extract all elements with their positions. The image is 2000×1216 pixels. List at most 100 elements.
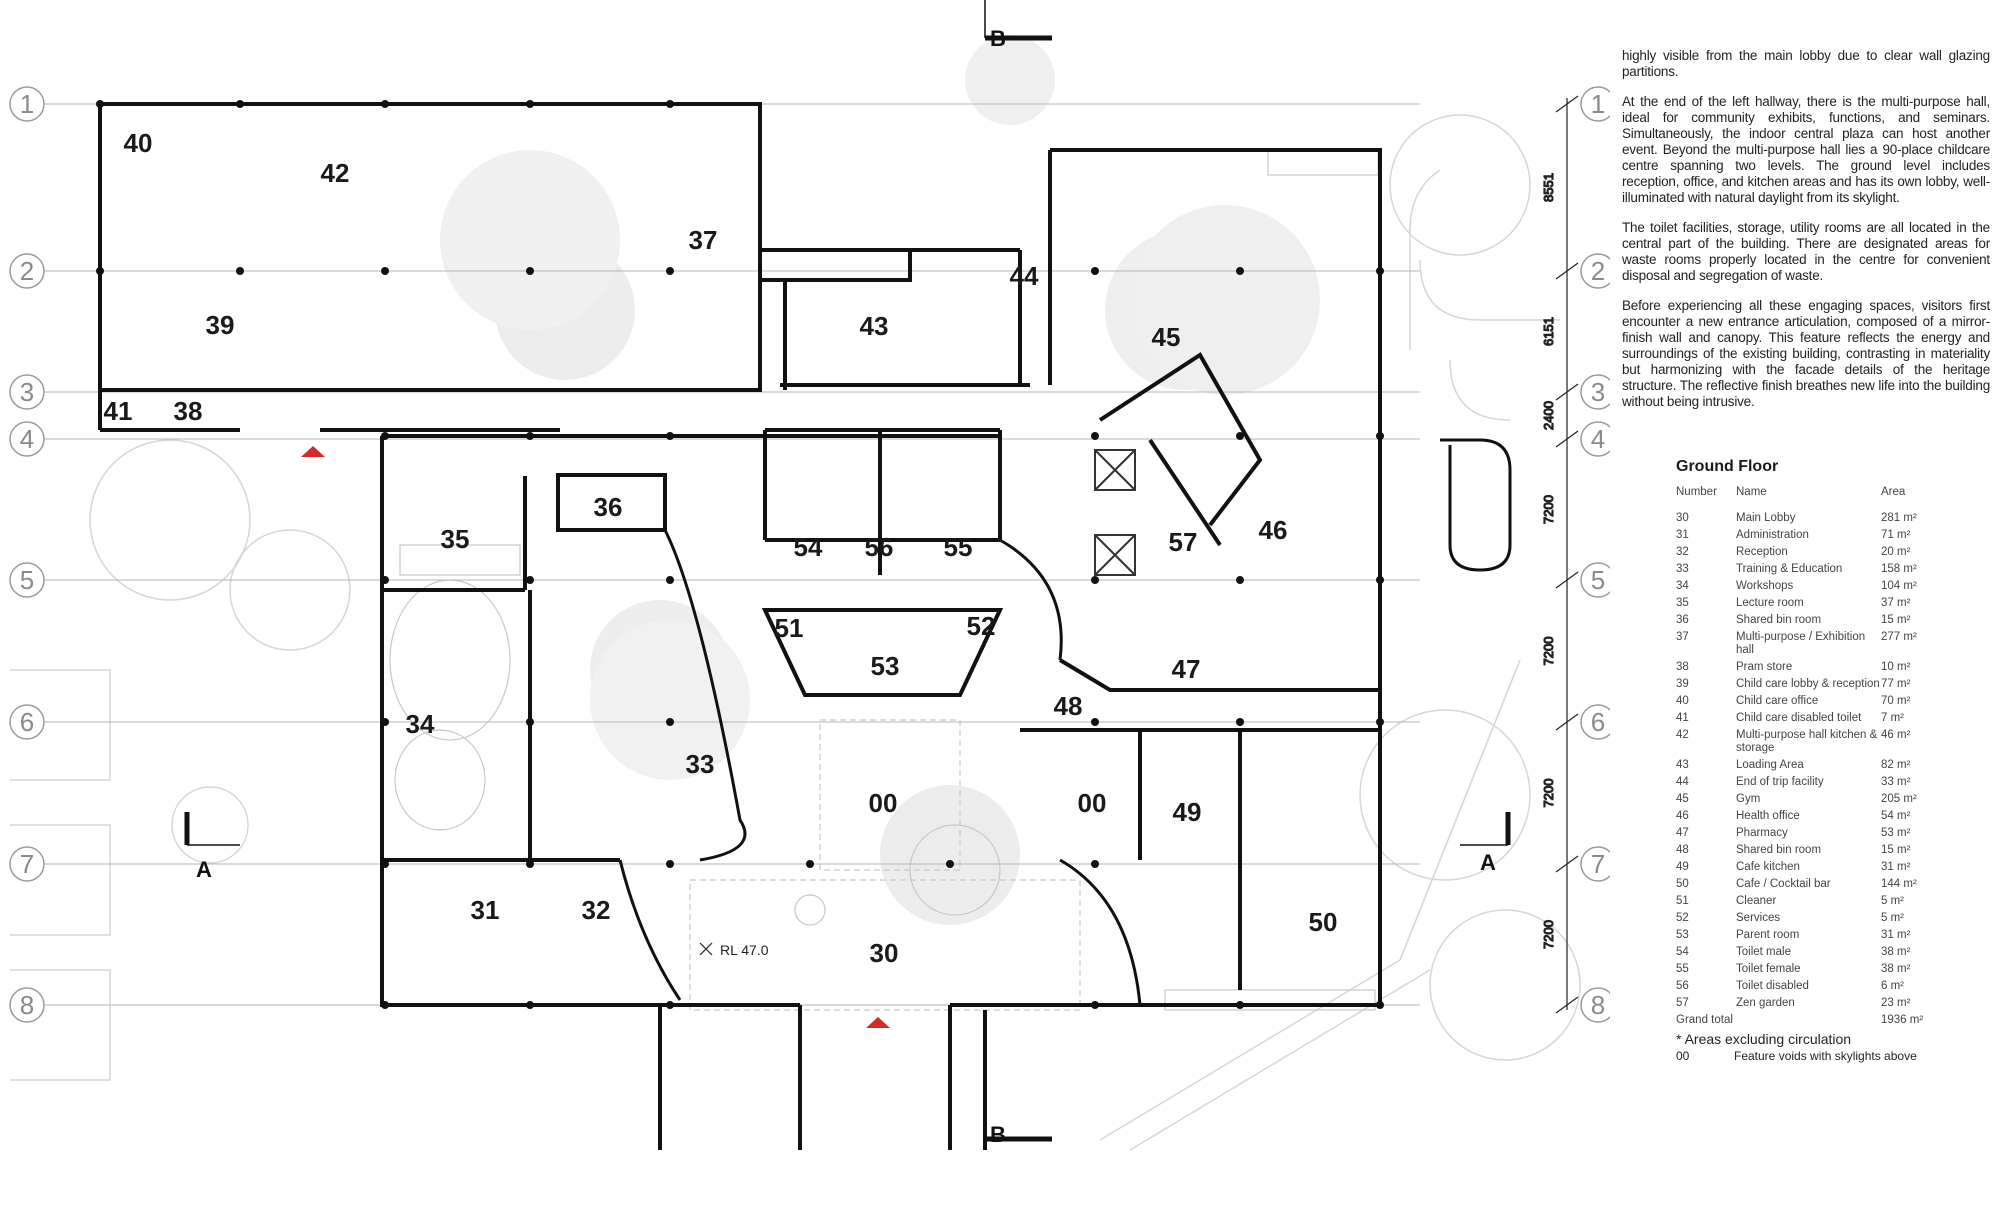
room-number-cell: 34 — [1676, 580, 1689, 592]
void-description: Feature voids with skylights above — [1734, 1049, 1917, 1063]
grid-bubble — [9, 253, 45, 289]
room-name-cell: Lecture room — [1736, 597, 1804, 609]
grid-bubble-label: 7 — [1591, 849, 1605, 879]
room-number-label: 00 — [869, 788, 898, 818]
grid-bubble-label: 8 — [20, 990, 34, 1020]
room-area-cell: 23 m² — [1881, 997, 1911, 1009]
dimension-tick — [1555, 571, 1579, 589]
room-name-cell: Toilet disabled — [1736, 980, 1809, 992]
room-area-cell: 6 m² — [1881, 980, 1904, 992]
room-number-label: 41 — [104, 396, 133, 426]
room-number-label: 57 — [1169, 527, 1198, 557]
room-number-label: 45 — [1152, 322, 1181, 352]
room-number-cell: 30 — [1676, 512, 1689, 524]
header-name: Name — [1736, 486, 1767, 498]
room-area-cell: 38 m² — [1881, 963, 1911, 975]
room-number-label: 46 — [1259, 515, 1288, 545]
columns — [96, 100, 1384, 1009]
schedule-note: * Areas excluding circulation — [1676, 1031, 1852, 1047]
room-number-label: 39 — [206, 310, 235, 340]
room-name-cell: Shared bin room — [1736, 844, 1822, 856]
lifts — [1094, 449, 1136, 576]
room-name-cell: Reception — [1736, 546, 1788, 558]
grid-bubble-label: 2 — [20, 256, 34, 286]
room-area-cell: 77 m² — [1881, 678, 1911, 690]
room-area-cell: 37 m² — [1881, 597, 1911, 609]
room-number-label: 48 — [1054, 691, 1083, 721]
room-name-cell: Child care lobby & reception — [1736, 678, 1880, 690]
grid-bubble-label: 1 — [20, 89, 34, 119]
room-number-cell: 49 — [1676, 861, 1689, 873]
dimension-tick — [1555, 383, 1579, 401]
room-number-cell: 52 — [1676, 912, 1689, 924]
dimension-label: 7200 — [1541, 637, 1556, 666]
room-area-cell: 158 m² — [1881, 563, 1917, 575]
room-name-cell: Parent room — [1736, 929, 1800, 941]
room-area-cell: 70 m² — [1881, 695, 1911, 707]
room-number-label: 00 — [1078, 788, 1107, 818]
room-number-cell: 53 — [1676, 929, 1689, 941]
room-area-cell: 31 m² — [1881, 861, 1911, 873]
room-number-cell: 38 — [1676, 661, 1689, 673]
dimension-tick — [1555, 855, 1579, 873]
room-name-cell: Child care disabled toilet — [1736, 712, 1862, 724]
room-area-cell: 46 m² — [1881, 729, 1911, 741]
room-name-cell: Main Lobby — [1736, 512, 1796, 524]
grid-bubble-label: 6 — [1591, 707, 1605, 737]
description-paragraph: Before experiencing all these engaging s… — [1622, 298, 1990, 409]
section-b-bottom-label: B — [990, 1122, 1006, 1147]
description-panel: highly visible from the main lobby due t… — [1622, 48, 1990, 424]
site-background — [10, 35, 1581, 1151]
room-name-cell: Health office — [1736, 810, 1800, 822]
section-a-right-label: A — [1480, 850, 1496, 875]
room-name-cell: Gym — [1736, 793, 1761, 805]
grid-bubble — [9, 421, 45, 457]
dimension-tick — [1555, 713, 1579, 731]
room-number-label: 36 — [594, 492, 623, 522]
section-marks: A A B B — [184, 0, 1511, 1147]
room-number-cell: 57 — [1676, 997, 1689, 1009]
level-marker: RL 47.0 — [699, 942, 769, 958]
room-number-cell: 37 — [1676, 631, 1689, 643]
room-number-cell: 54 — [1676, 946, 1689, 958]
room-number-cell: 51 — [1676, 895, 1689, 907]
room-number-label: 40 — [124, 128, 153, 158]
level-label: RL 47.0 — [720, 942, 769, 958]
grid-bubble — [1580, 421, 1610, 457]
room-area-cell: 20 m² — [1881, 546, 1911, 558]
room-area-cell: 144 m² — [1881, 878, 1917, 890]
dimension-label: 7200 — [1541, 495, 1556, 524]
grid-bubble-label: 7 — [20, 849, 34, 879]
grid-bubble-label: 1 — [1591, 89, 1605, 119]
room-name-cell: Toilet male — [1736, 946, 1791, 958]
room-area-cell: 205 m² — [1881, 793, 1917, 805]
room-name-cell: Training & Education — [1736, 563, 1843, 575]
room-number-label: 32 — [582, 895, 611, 925]
room-name-cell: Cleaner — [1736, 895, 1777, 907]
room-number-label: 55 — [944, 532, 973, 562]
dimension-tick — [1555, 95, 1579, 113]
room-name-cell: Administration — [1736, 529, 1809, 541]
room-area-cell: 15 m² — [1881, 844, 1911, 856]
room-name-cell: Pram store — [1736, 661, 1793, 673]
dimension-label: 7200 — [1541, 920, 1556, 949]
room-number-cell: 44 — [1676, 776, 1689, 788]
room-name-cell: End of trip facility — [1736, 776, 1824, 788]
room-number-cell: 48 — [1676, 844, 1689, 856]
